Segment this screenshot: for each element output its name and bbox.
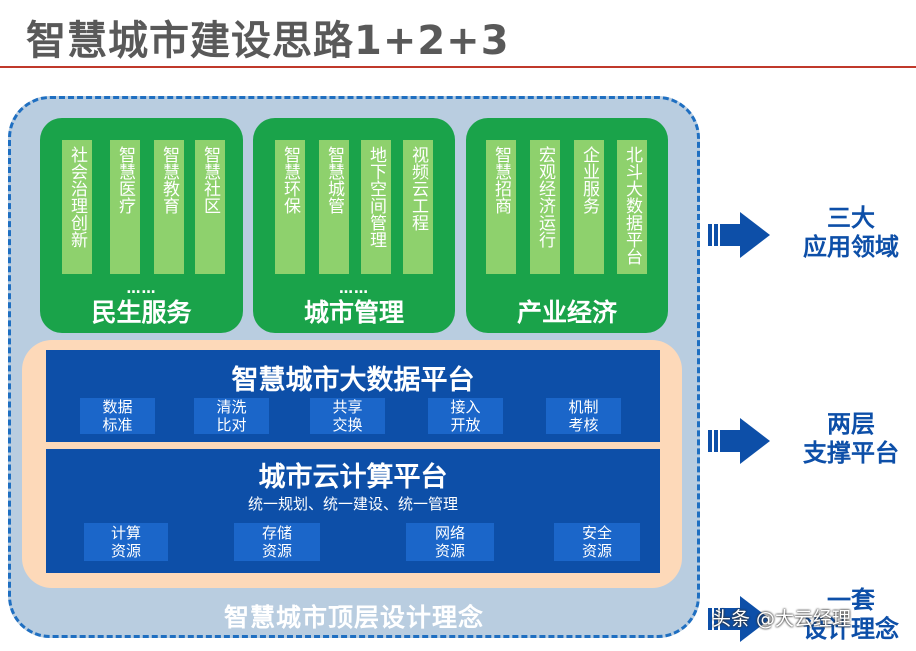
side-label-applications: 三大 应用领域 (803, 204, 899, 261)
arrow-right-icon (708, 596, 770, 642)
big-data-platform: 智慧城市大数据平台 数据 标准 清洗 比对 共享 交换 接入 开放 机制 考核 (46, 350, 660, 442)
pillar-smart-education: 智慧教育 (154, 140, 184, 274)
pillar-social-governance: 社会治理创新 (62, 140, 92, 274)
pillar-underground-space: 地下空间管理 (361, 140, 391, 274)
group-label: 民生服务 (91, 298, 192, 327)
more-dots: …… (339, 281, 369, 297)
pillar-smart-medical: 智慧医疗 (110, 140, 140, 274)
page-title: 智慧城市建设思路1+2+3 (26, 18, 510, 64)
group-label: 城市管理 (303, 298, 404, 327)
title-divider (0, 66, 916, 68)
group-label: 产业经济 (516, 298, 617, 327)
pillar-macro-economy: 宏观经济运行 (530, 140, 560, 274)
pillar-video-cloud: 视频云工程 (403, 140, 433, 274)
resource-item: 网络 资源 (406, 523, 494, 561)
group-livelihood-services: 社会治理创新 智慧医疗 智慧教育 智慧社区 …… 民生服务 (40, 118, 243, 333)
cloud-platform-title: 城市云计算平台 (258, 462, 448, 493)
arrow-right-icon (708, 212, 770, 258)
platform-item: 清洗 比对 (194, 398, 269, 434)
platform-item: 共享 交换 (310, 398, 385, 434)
more-dots: …… (126, 281, 157, 297)
group-industrial-economy: 智慧招商 宏观经济运行 企业服务 北斗大数据平台 产业经济 (466, 118, 668, 333)
arrow-right-icon (708, 418, 770, 464)
pillar-enterprise-service: 企业服务 (574, 140, 604, 274)
cloud-platform-subtitle: 统一规划、统一建设、统一管理 (247, 495, 458, 513)
resource-item: 计算 资源 (84, 523, 168, 561)
pillar-smart-environment: 智慧环保 (275, 140, 305, 274)
big-data-platform-title: 智慧城市大数据平台 (231, 365, 475, 396)
resource-item: 存储 资源 (234, 523, 320, 561)
resource-item: 安全 资源 (554, 523, 640, 561)
group-city-management: 智慧环保 智慧城管 地下空间管理 视频云工程 …… 城市管理 (253, 118, 455, 333)
cloud-computing-platform: 城市云计算平台 统一规划、统一建设、统一管理 计算 资源 存储 资源 网络 资源… (46, 449, 660, 573)
side-label-design-concept: 一套 设计理念 (803, 586, 899, 643)
platform-item: 接入 开放 (428, 398, 503, 434)
top-design-label: 智慧城市顶层设计理念 (223, 603, 484, 632)
pillar-beidou-platform: 北斗大数据平台 (617, 140, 647, 274)
side-label-platforms: 两层 支撑平台 (803, 410, 899, 467)
pillar-smart-investment: 智慧招商 (486, 140, 516, 274)
pillar-smart-urban-management: 智慧城管 (319, 140, 349, 274)
platform-item: 机制 考核 (546, 398, 621, 434)
pillar-smart-community: 智慧社区 (195, 140, 225, 274)
platform-item: 数据 标准 (80, 398, 155, 434)
watermark: 头条 @大云经理 (712, 608, 852, 630)
